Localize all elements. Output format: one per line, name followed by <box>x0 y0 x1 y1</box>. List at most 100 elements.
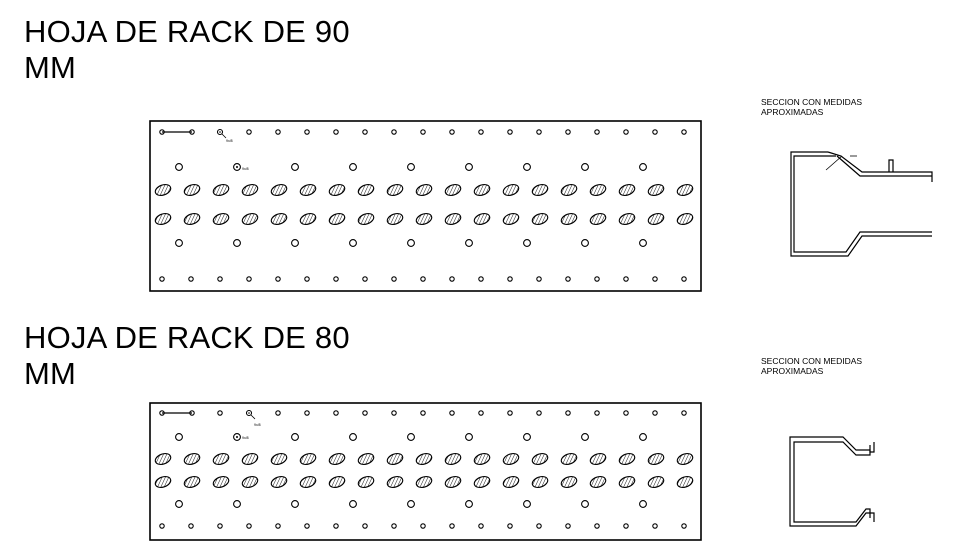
hatched-slot <box>212 476 230 488</box>
rack-90-title-line1: HOJA DE RACK DE 90 <box>24 14 350 49</box>
bottom-hole <box>246 523 252 529</box>
round-hole <box>291 163 299 171</box>
hatched-slot <box>647 184 665 196</box>
hatched-slot <box>241 476 259 488</box>
rack-80-hole-label-2: 9x/8 <box>242 436 249 440</box>
round-hole <box>639 239 647 247</box>
hatched-slot <box>531 213 549 225</box>
hatched-slot <box>328 213 346 225</box>
rack-80-title: HOJA DE RACK DE 80 MM <box>24 320 350 392</box>
bottom-hole <box>478 523 484 529</box>
round-hole <box>465 500 473 508</box>
top-hole <box>304 129 310 135</box>
bottom-hole <box>391 523 397 529</box>
top-hole <box>362 410 368 416</box>
hatched-slot <box>618 453 636 465</box>
rack-90-title-line2: MM <box>24 50 77 85</box>
leader-line <box>250 414 256 420</box>
hatched-slot <box>444 476 462 488</box>
round-hole <box>639 500 647 508</box>
bottom-hole <box>362 276 368 282</box>
top-hole <box>536 129 542 135</box>
round-hole <box>581 500 589 508</box>
hatched-slot <box>241 453 259 465</box>
hatched-slot <box>502 213 520 225</box>
bottom-hole <box>594 523 600 529</box>
hatched-slot <box>647 453 665 465</box>
round-hole <box>233 500 241 508</box>
hatched-slot <box>444 184 462 196</box>
top-hole <box>420 129 426 135</box>
rack-90-section-note-line2: APROXIMADAS <box>761 107 824 117</box>
hatched-slot <box>299 453 317 465</box>
top-hole <box>507 129 513 135</box>
top-hole <box>594 129 600 135</box>
hatched-slot <box>241 184 259 196</box>
round-hole <box>349 433 357 441</box>
hatched-slot <box>270 453 288 465</box>
hatched-slot <box>241 213 259 225</box>
hatched-slot <box>299 476 317 488</box>
top-hole <box>333 410 339 416</box>
hatched-slot <box>473 453 491 465</box>
top-hole <box>275 129 281 135</box>
top-hole <box>594 410 600 416</box>
hatched-slot <box>386 213 404 225</box>
bottom-hole <box>304 523 310 529</box>
top-hole <box>304 410 310 416</box>
top-hole <box>246 129 252 135</box>
top-hole <box>623 129 629 135</box>
hatched-slot <box>212 453 230 465</box>
bottom-hole <box>159 276 165 282</box>
marked-hole-center <box>236 436 238 438</box>
hatched-slot <box>560 184 578 196</box>
bottom-hole <box>420 276 426 282</box>
rack-80-cross-section <box>789 436 875 527</box>
round-hole <box>407 433 415 441</box>
round-hole <box>465 433 473 441</box>
hatched-slot <box>473 476 491 488</box>
hatched-slot <box>183 476 201 488</box>
top-hole <box>449 410 455 416</box>
top-hole <box>159 410 165 416</box>
hatched-slot <box>676 476 694 488</box>
marked-hole-center <box>236 166 238 168</box>
hatched-slot <box>154 453 172 465</box>
hatched-slot <box>270 476 288 488</box>
hatched-slot <box>183 184 201 196</box>
bottom-hole <box>188 276 194 282</box>
rack-90-section-note-line1: SECCION CON MEDIDAS <box>761 97 863 107</box>
hatched-slot <box>328 476 346 488</box>
round-hole <box>349 163 357 171</box>
bottom-hole <box>362 523 368 529</box>
top-hole <box>536 410 542 416</box>
hatched-slot <box>531 453 549 465</box>
bottom-hole <box>478 276 484 282</box>
bottom-hole <box>536 523 542 529</box>
rack-80-sheet: 9x/8 9x/8 <box>149 402 702 541</box>
bottom-hole <box>217 276 223 282</box>
top-hole <box>478 129 484 135</box>
hatched-slot <box>154 184 172 196</box>
round-hole <box>581 163 589 171</box>
hatched-slot <box>386 453 404 465</box>
round-hole <box>175 500 183 508</box>
round-hole <box>581 433 589 441</box>
hatched-slot <box>502 184 520 196</box>
hatched-slot <box>328 453 346 465</box>
hatched-slot <box>386 184 404 196</box>
round-hole <box>175 239 183 247</box>
hatched-slot <box>589 453 607 465</box>
hatched-slot <box>618 184 636 196</box>
hatched-slot <box>444 453 462 465</box>
round-hole <box>349 239 357 247</box>
hatched-slot <box>473 184 491 196</box>
hatched-slot <box>647 213 665 225</box>
rack-90-hole-label-1: 9x/8 <box>226 139 233 143</box>
hatched-slot <box>531 476 549 488</box>
rack-80-title-line1: HOJA DE RACK DE 80 <box>24 320 350 355</box>
hatched-slot <box>473 213 491 225</box>
rack-80-title-line2: MM <box>24 356 77 391</box>
hatched-slot <box>183 213 201 225</box>
